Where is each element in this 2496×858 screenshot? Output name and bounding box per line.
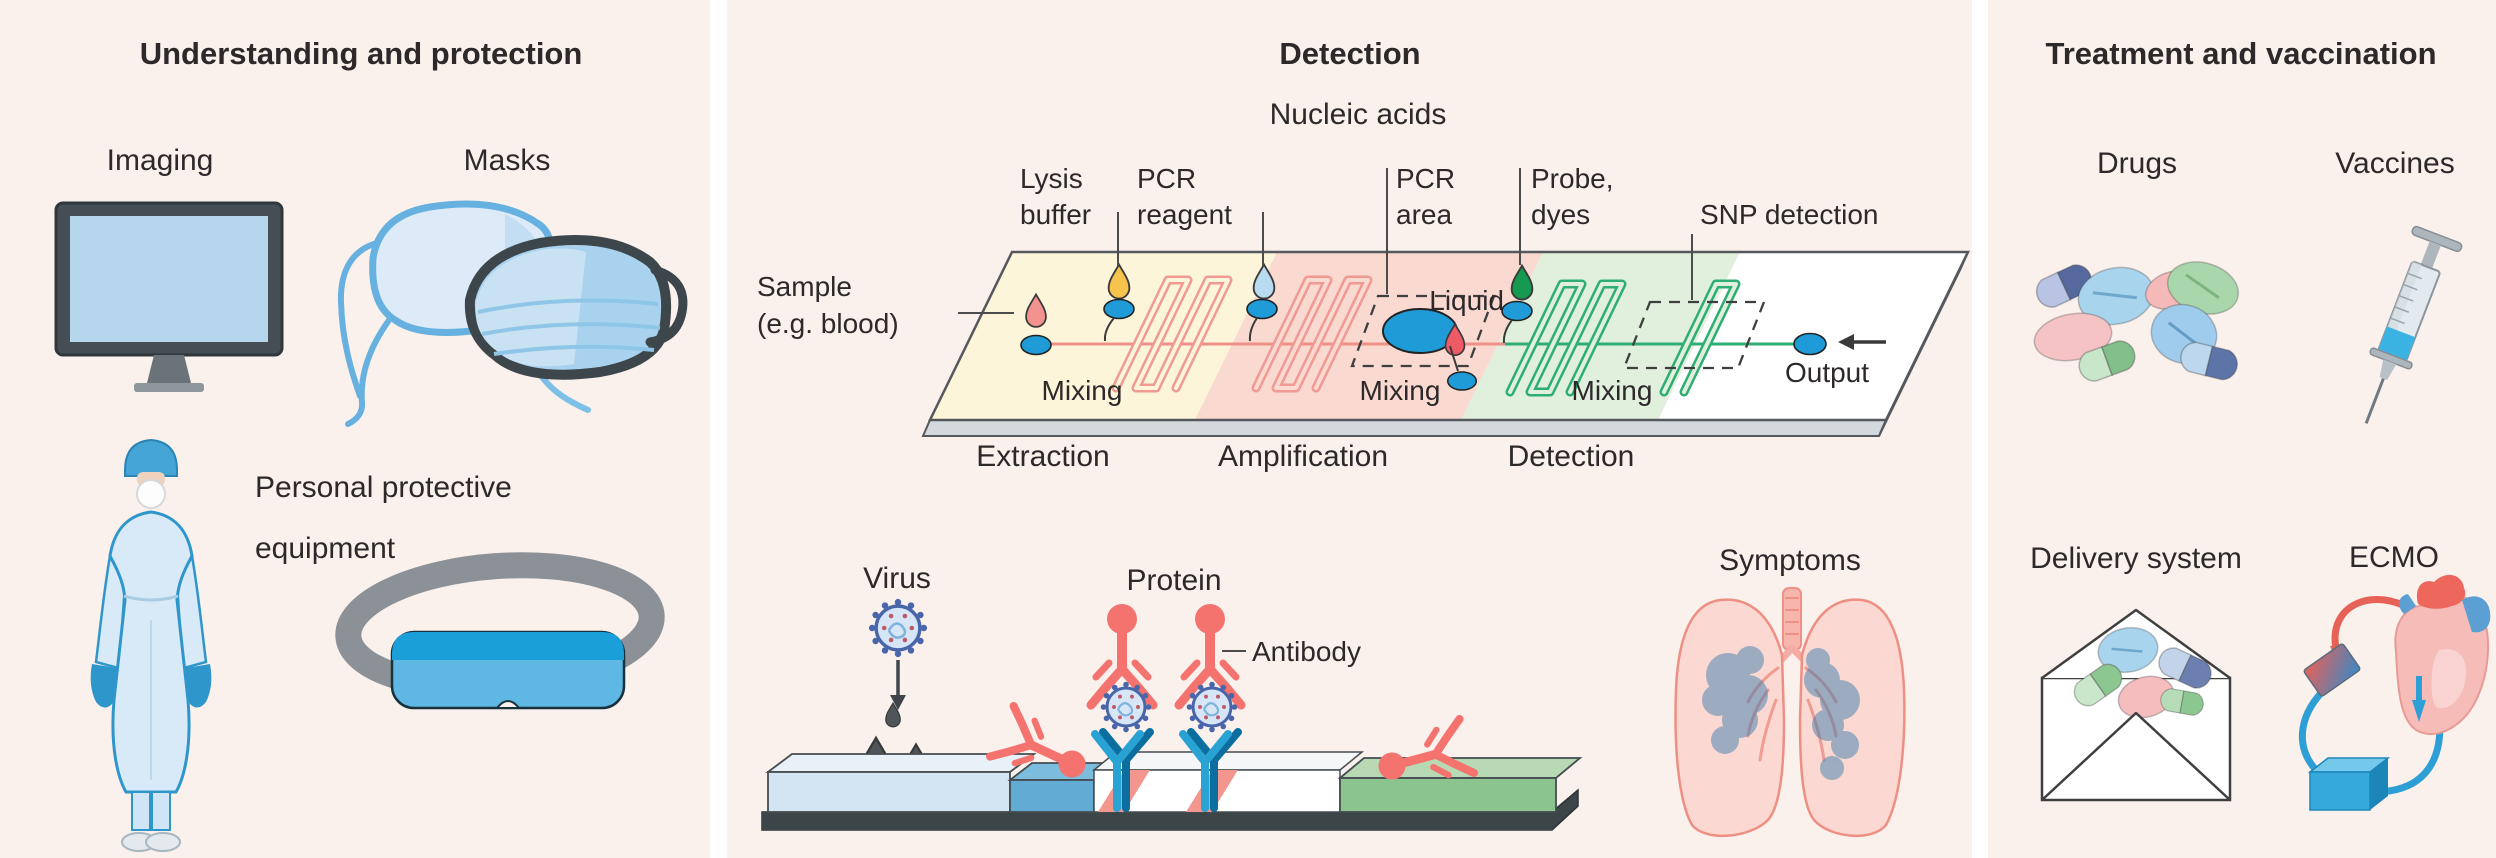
pcr-area-label-line2: area [1396,199,1452,230]
pcr-area-window [1350,294,1496,368]
ppe-person-icon [90,438,212,852]
lysis-label-line2: buffer [1020,199,1091,230]
imaging-label: Imaging [107,144,214,177]
lysis-buffer-inlet [1103,263,1135,342]
ecmo-oxygenator-box [2303,643,2361,697]
protein-label: Protein [1126,564,1221,597]
output-droplet [1793,332,1827,356]
zone-amplification-label: Amplification [1218,440,1388,473]
amplified-product [1444,323,1478,391]
masks-label: Masks [464,144,551,177]
snp-label: SNP detection [1700,199,1879,230]
chip-leader-lines [958,168,1693,314]
output-arrow-icon [1838,334,1886,350]
delivery-label: Delivery system [2030,542,2242,575]
serpentine-mixers [1111,275,1741,397]
snp-detection-window [1622,300,1766,370]
probe-dyes-inlet [1501,264,1534,344]
lysis-label-line1: Lysis [1020,163,1083,194]
pcr-reagent-label-line1: PCR [1137,163,1196,194]
liquid-label: Liquid [1429,285,1504,316]
sample-drop-arrow-icon [890,660,906,710]
ppe-label-line1: Personal protective [255,471,512,504]
virus-particle-icon [867,597,929,659]
symptoms-label: Symptoms [1719,544,1861,577]
pcr-area-label-line1: PCR [1396,163,1455,194]
antibody-label: Antibody [1252,636,1361,667]
zone-detection-label: Detection [1508,440,1635,473]
probe-label-line2: dyes [1531,199,1590,230]
vaccines-label: Vaccines [2335,147,2455,180]
goggles-icon [335,552,665,710]
zone-extraction-label: Extraction [976,440,1109,473]
sample-label-line1: Sample [757,271,852,302]
monitor-icon [54,201,284,392]
right-panel: Treatment and vaccination Drugs Vaccines [2030,36,2491,811]
infection-patches [1702,646,1860,780]
microfluidic-chip-illustration: Lysis buffer PCR reagent PCR area Probe,… [757,163,1971,473]
pcr-reagent-inlet [1246,263,1278,342]
pills-icon [2030,259,2242,386]
output-label: Output [1785,357,1869,388]
ecmo-icon [2299,574,2491,811]
panel-divider-left [710,0,727,858]
nucleic-acids-label: Nucleic acids [1270,98,1447,131]
sample-label-line2: (e.g. blood) [757,308,899,339]
syringe-icon [2364,225,2463,424]
right-panel-title: Treatment and vaccination [2045,36,2436,71]
ecmo-pump-box [2307,757,2391,811]
symptoms-item: Symptoms [1674,544,1906,838]
lateral-flow-assay: Virus Protein [761,562,1583,831]
masks-icon [337,200,688,427]
left-panel-title: Understanding and protection [140,36,583,71]
probe-label-line1: Probe, [1531,163,1614,194]
virus-label: Virus [863,562,931,595]
drugs-label: Drugs [2097,147,2177,180]
heart-icon [2394,574,2491,736]
mixing-label-3: Mixing [1572,375,1653,406]
panel-divider-right [1972,0,1988,858]
chip-base-edge [921,419,1888,437]
middle-panel-title: Detection [1279,36,1420,71]
mixing-label-2: Mixing [1360,375,1441,406]
lungs-icon [1674,587,1906,838]
chip-zone-extraction [930,252,1277,420]
envelope-pills [2068,626,2217,719]
pcr-reagent-label-line2: reagent [1137,199,1232,230]
chip-outline [927,250,1971,422]
middle-panel: Detection Nucleic acids [757,36,1971,838]
left-panel: Understanding and protection Imaging Mas… [54,36,688,852]
mixing-label-1: Mixing [1042,375,1123,406]
envelope-icon [2040,608,2232,802]
ppe-label-line2: equipment [255,532,396,565]
ecmo-label: ECMO [2349,541,2439,574]
